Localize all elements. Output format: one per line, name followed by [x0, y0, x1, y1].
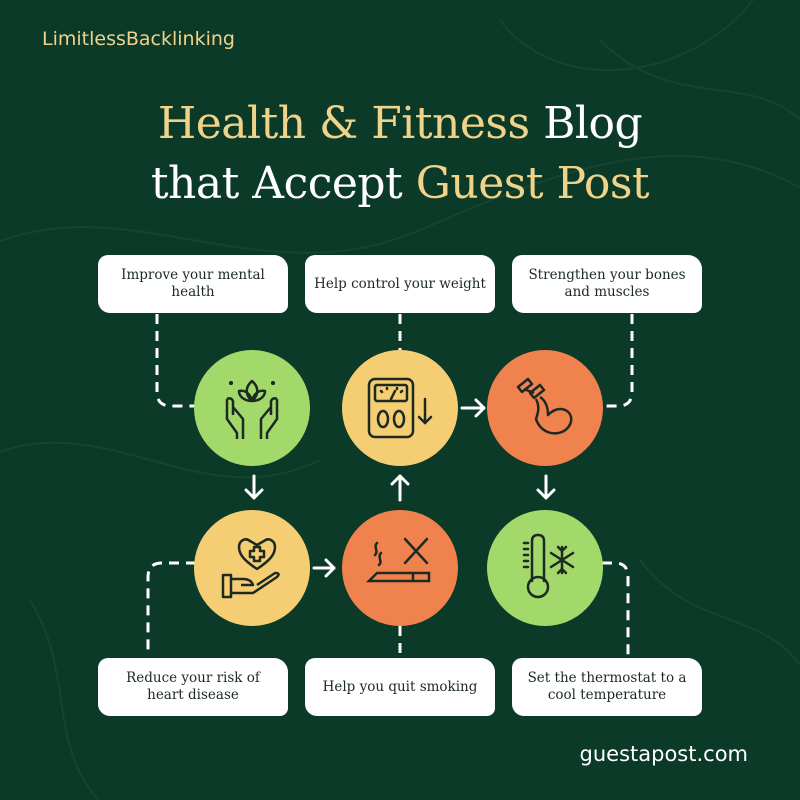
thermometer-snowflake-icon: [522, 533, 575, 599]
title-line-2: that Accept Guest Post: [0, 158, 800, 209]
title-highlight: Health & Fitness: [157, 98, 530, 149]
brand-logo-text: LimitlessBacklinking: [42, 28, 235, 50]
hands-lotus-icon: [225, 379, 279, 439]
title-text: Blog: [543, 98, 643, 149]
step-box-bones-muscles: Strengthen your bones and muscles: [512, 255, 702, 313]
step-circle-quit-smoking: [342, 510, 458, 626]
step-circle-mental-health: [194, 350, 310, 466]
hand-heart-icon: [221, 538, 280, 599]
title-highlight: Guest Post: [415, 158, 650, 209]
step-box-quit-smoking: Help you quit smoking: [305, 658, 495, 716]
title-line-1: Health & Fitness Blog: [0, 98, 800, 149]
footer-website: guestapost.com: [579, 742, 748, 766]
flexed-arm-dumbbell-icon: [516, 377, 573, 435]
step-circle-bones-muscles: [487, 350, 603, 466]
step-box-weight: Help control your weight: [305, 255, 495, 313]
step-circle-thermostat: [487, 510, 603, 626]
no-smoking-icon: [365, 537, 431, 583]
step-circle-weight: [342, 350, 458, 466]
title-text: that Accept: [150, 158, 403, 209]
step-circle-heart-disease: [194, 510, 310, 626]
step-box-mental-health: Improve your mental health: [98, 255, 288, 313]
step-box-heart-disease: Reduce your risk of heart disease: [98, 658, 288, 716]
weight-scale-icon: [367, 377, 433, 439]
step-box-thermostat: Set the thermostat to a cool temperature: [512, 658, 702, 716]
